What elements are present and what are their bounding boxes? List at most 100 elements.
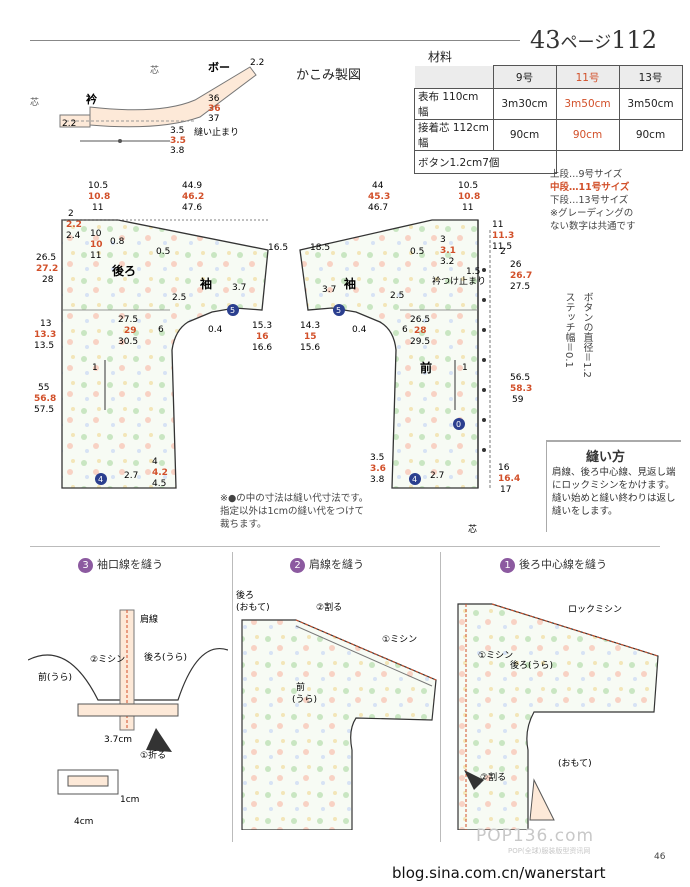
- front-neck-11: 10.8: [458, 192, 480, 202]
- front-shin-label: 芯: [468, 523, 477, 535]
- svg-text:4: 4: [412, 475, 417, 484]
- collar-stop-label: 縫い止まり: [194, 126, 239, 138]
- back-misc: 10: [90, 240, 103, 250]
- materials-title: 材料: [428, 50, 453, 64]
- materials-cell: 3m50cm: [618, 88, 683, 120]
- back-cuff-9: 15.3: [252, 321, 272, 331]
- back-length-9: 55: [38, 383, 49, 393]
- back-misc: 3.7: [232, 283, 246, 293]
- svg-text:4: 4: [98, 475, 103, 484]
- front-misc: 2: [500, 247, 506, 257]
- back-armhole-9: 13: [40, 319, 51, 329]
- back-misc: 2.4: [66, 231, 81, 241]
- step-3-diagram: 肩線 ②ミシン 後ろ(うら) 前(うら) 3.7cm ①折る 1cm 4cm: [28, 609, 228, 827]
- back-hem-11: 4.2: [152, 468, 168, 478]
- front-shoulder-9: 11: [492, 220, 503, 230]
- back-armhole-11: 13.3: [34, 330, 56, 340]
- step1-lock: ロックミシン: [568, 604, 622, 615]
- back-cuff-13: 16.6: [252, 343, 272, 353]
- back-misc: 0.8: [110, 237, 125, 247]
- back-length-11: 56.8: [34, 394, 56, 404]
- front-neck-13: 11: [462, 203, 473, 213]
- materials-cell: 3m30cm: [492, 88, 557, 120]
- header-rule: [30, 40, 520, 41]
- front-shoulder-13: 11.5: [492, 242, 512, 252]
- front-armhole-9: 14.3: [300, 321, 320, 331]
- step-title: 袖口線を縫う: [97, 558, 163, 571]
- back-side-9: 26.5: [36, 253, 56, 263]
- watermark-logo: POP136.com: [476, 826, 595, 846]
- step3-dim: 3.7cm: [104, 735, 132, 745]
- materials-cell: 90cm: [618, 119, 683, 151]
- page-number-footer: 46: [654, 852, 666, 862]
- back-hem-9: 4: [152, 457, 158, 467]
- materials-row-buttons: ボタン1.2cm7個: [414, 150, 682, 174]
- shin-label: 芯: [150, 64, 159, 76]
- step-1-diagram: ロックミシン ①ミシン 後ろ(うら) ②割る (おもて): [457, 603, 659, 830]
- materials-row-interfacing: 接着芯 112cm 幅 90cm 90cm 90cm: [414, 119, 683, 151]
- back-misc: 16.5: [268, 243, 288, 253]
- svg-text:0: 0: [456, 420, 461, 429]
- materials-cell: 3m50cm: [555, 88, 620, 120]
- step3-back: 後ろ(うら): [144, 651, 187, 663]
- steps-divider: [30, 546, 660, 547]
- back-misc: 2.7: [124, 471, 138, 481]
- back-misc: 6: [158, 325, 164, 335]
- step-number: 1: [500, 558, 515, 573]
- collar-diagram: 衿 ボー 芯 芯 2.2 36 36 37 3.5 3.5 3.8 2.2 縫い…: [30, 58, 264, 156]
- sewing-method-title: 縫い方: [586, 450, 626, 465]
- front-hip-13: 29.5: [410, 337, 430, 347]
- step3-shoulder: 肩線: [140, 613, 158, 625]
- materials-row-label: 表布 110cm 幅: [414, 88, 494, 120]
- materials-header-row: 9号 11号 13号: [414, 65, 683, 89]
- materials-table: 9号 11号 13号 表布 110cm 幅 3m30cm 3m50cm 3m50…: [414, 65, 683, 174]
- back-neck-11: 10.8: [88, 192, 110, 202]
- step1-press: ②割る: [480, 771, 506, 783]
- step-divider: [232, 552, 233, 842]
- front-placket-11: 16.4: [498, 474, 520, 484]
- back-misc: 0.4: [208, 325, 223, 335]
- step3-fold: ①折る: [140, 749, 166, 761]
- legend-line: 下段…13号サイズ: [550, 195, 629, 206]
- materials-row-fabric: 表布 110cm 幅 3m30cm 3m50cm 3m50cm: [414, 88, 683, 120]
- front-misc: 0.5: [410, 247, 424, 257]
- step-title: 後ろ中心線を縫う: [519, 558, 607, 571]
- front-misc: 1: [462, 363, 468, 373]
- back-misc: 11: [90, 251, 101, 261]
- back-width-9: 44.9: [182, 181, 202, 191]
- sewing-method-box: [546, 440, 681, 532]
- front-attach-label: 衿つけ止まり: [432, 275, 486, 287]
- sewing-method-text: 肩線、後ろ中心線、見返し端にロックミシンをかけます。縫い始めと縫い終わりは返し縫…: [552, 467, 676, 517]
- front-misc: 6: [402, 325, 408, 335]
- front-hem-11: 3.6: [370, 464, 386, 474]
- collar-dim-left: 2.2: [62, 119, 76, 129]
- collar-dim-6: 3.8: [170, 146, 185, 156]
- front-placket-13: 17: [500, 485, 511, 495]
- materials-buttons: ボタン1.2cm7個: [414, 150, 557, 174]
- step2-machine: ①ミシン: [382, 635, 417, 645]
- front-width-9: 44: [372, 181, 384, 191]
- watermark-sub: POP(全球)服装版型资讯网: [508, 847, 591, 855]
- front-shoulder-11: 11.3: [492, 231, 514, 241]
- page-number: 112: [611, 26, 658, 54]
- front-hip-11: 28: [414, 326, 427, 336]
- step2-back: 後ろ: [236, 589, 254, 601]
- legend-line-highlight: 中段…11号サイズ: [550, 182, 630, 193]
- front-armhole-11: 15: [304, 332, 317, 342]
- step3-front: 前(うら): [38, 671, 72, 683]
- svg-text:5: 5: [230, 306, 235, 315]
- back-label: 後ろ: [112, 263, 136, 278]
- back-length-13: 57.5: [34, 405, 54, 415]
- front-misc: 3.7: [322, 285, 336, 295]
- back-hip-11: 29: [124, 326, 137, 336]
- step1-back: 後ろ(うら): [510, 659, 553, 671]
- front-sleeve-label: 袖: [344, 276, 356, 291]
- back-hip-13: 30.5: [118, 337, 138, 347]
- front-length-11: 58.3: [510, 384, 532, 394]
- note-line: 裁ちます。: [220, 519, 267, 530]
- collar-dim-4: 3.5: [170, 126, 184, 136]
- front-placket-9: 16: [498, 463, 510, 473]
- page-kana: ページ: [560, 33, 612, 53]
- front-hem-9: 3.5: [370, 453, 384, 463]
- back-armhole-13: 13.5: [34, 341, 54, 351]
